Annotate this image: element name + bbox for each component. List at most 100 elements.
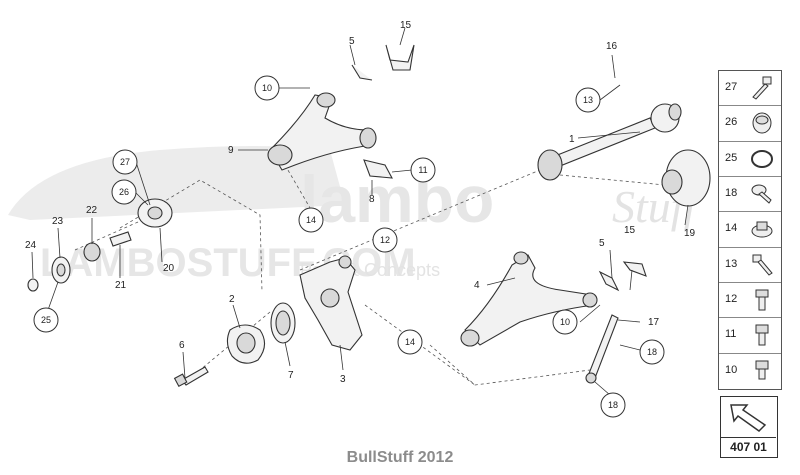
- nut-cap-icon: [752, 112, 772, 134]
- legend-number: 11: [725, 328, 737, 341]
- label-6: 6: [179, 340, 185, 351]
- svg-text:11: 11: [418, 165, 427, 175]
- legend-row-18: 18: [719, 177, 781, 213]
- legend-row-14: 14: [719, 212, 781, 248]
- hex-bolt-small-icon: [755, 360, 769, 380]
- drive-shaft: [537, 103, 682, 181]
- link-17: [585, 314, 619, 384]
- part-labels: 1 2 3 4 5 5 6 7 8 9 15 15 16 17 19 20 21…: [25, 20, 696, 385]
- fastener-legend-panel: 27 26 25 18 14 13 12 11 10: [718, 70, 782, 390]
- legend-row-11: 11: [719, 318, 781, 354]
- bracket-lower: [598, 261, 647, 292]
- watermark-brand-main: lambo: [300, 162, 494, 236]
- page-number: 407 01: [730, 440, 767, 454]
- label-5-upper: 5: [349, 36, 355, 47]
- drive-flange: [137, 198, 173, 228]
- callout-18-bottom: 18: [600, 392, 626, 418]
- upper-control-arm: [267, 92, 377, 171]
- label-15-upper: 15: [400, 20, 412, 31]
- wheel-hub: [226, 324, 266, 364]
- label-21: 21: [115, 280, 127, 291]
- svg-text:27: 27: [120, 157, 130, 167]
- legend-row-12: 12: [719, 283, 781, 319]
- callout-18-right: 18: [639, 339, 665, 365]
- label-16: 16: [606, 41, 618, 52]
- svg-text:13: 13: [583, 95, 593, 105]
- label-7: 7: [288, 370, 294, 381]
- legend-number: 27: [725, 81, 738, 93]
- legend-row-26: 26: [719, 106, 781, 142]
- label-15-lower: 15: [624, 225, 636, 236]
- label-23: 23: [52, 216, 64, 227]
- callout-27: 27: [112, 149, 138, 175]
- legend-number: 26: [725, 116, 738, 129]
- cv-boot: [661, 149, 711, 207]
- label-4: 4: [474, 280, 480, 291]
- legend-number: 12: [725, 293, 738, 305]
- legend-row-13: 13: [719, 248, 781, 283]
- callout-25: 25: [33, 307, 59, 333]
- callout-14-upper: 14: [298, 207, 324, 233]
- callout-11: 11: [410, 157, 436, 183]
- svg-text:14: 14: [405, 337, 415, 347]
- flange-nut-icon: [751, 221, 773, 238]
- label-2: 2: [229, 294, 235, 305]
- lower-control-arm: [460, 251, 598, 347]
- callouts: 10 10 11 12 13 14 14 18 18 25 26 27: [33, 75, 665, 418]
- svg-text:26: 26: [119, 187, 129, 197]
- page-reference-box[interactable]: 407 01: [720, 396, 778, 458]
- label-17: 17: [648, 317, 660, 328]
- legend-number: 14: [725, 222, 738, 235]
- nut-22: [83, 242, 101, 262]
- tone-ring-23: [51, 256, 71, 284]
- label-8: 8: [369, 194, 375, 205]
- long-bolt-icon: [752, 76, 772, 100]
- label-22: 22: [86, 205, 98, 216]
- label-20: 20: [163, 263, 175, 274]
- hub-bolt: [173, 366, 209, 388]
- leader-lines: [31, 27, 689, 396]
- callout-10-upper: 10: [254, 75, 280, 101]
- callout-14-lower: 14: [397, 329, 423, 355]
- svg-text:14: 14: [306, 215, 316, 225]
- svg-text:18: 18: [647, 347, 657, 357]
- page-arrow-area: [721, 397, 776, 438]
- spacer-21: [109, 231, 132, 247]
- watermark-car-silhouette: [8, 146, 345, 220]
- wheel-bearing: [270, 302, 296, 344]
- label-24: 24: [25, 240, 37, 251]
- svg-text:25: 25: [41, 315, 51, 325]
- next-page-arrow-icon: [730, 404, 767, 432]
- washer-24: [27, 278, 39, 292]
- callout-13: 13: [575, 87, 601, 113]
- callout-26: 26: [111, 179, 137, 205]
- callout-10-lower: 10: [552, 309, 578, 335]
- bracket-upper: [351, 44, 415, 81]
- legend-number: 18: [725, 187, 738, 199]
- legend-row-25: 25: [719, 142, 781, 177]
- legend-row-10: 10: [719, 354, 781, 389]
- label-9: 9: [228, 145, 234, 156]
- legend-number: 13: [725, 257, 738, 270]
- short-bolt-icon: [755, 289, 769, 311]
- hex-bolt-icon: [755, 324, 769, 346]
- legend-row-27: 27: [719, 71, 781, 107]
- legend-number: 10: [725, 363, 738, 376]
- bolt-icon: [752, 254, 773, 276]
- svg-text:12: 12: [380, 235, 390, 245]
- svg-text:18: 18: [608, 400, 618, 410]
- callout-12: 12: [372, 227, 398, 253]
- label-19: 19: [684, 228, 696, 239]
- flange-bolt-icon: [751, 184, 772, 204]
- label-3: 3: [340, 374, 346, 385]
- footer-credit: BullStuff 2012: [346, 449, 454, 466]
- legend-number: 25: [725, 151, 738, 164]
- label-1: 1: [569, 134, 575, 145]
- watermark: lambo Stuff LAMBOSTUFF.COM Parts & Conce…: [8, 146, 703, 285]
- label-5-lower: 5: [599, 238, 605, 249]
- ring-icon: [751, 149, 773, 168]
- svg-text:10: 10: [262, 83, 272, 93]
- bracket-8: [363, 159, 393, 179]
- svg-text:10: 10: [560, 317, 570, 327]
